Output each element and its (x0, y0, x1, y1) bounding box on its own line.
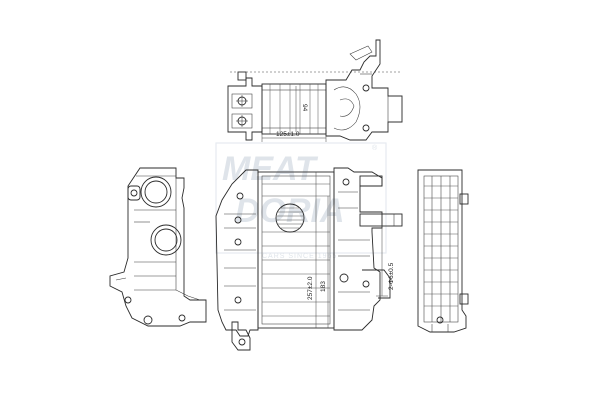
watermark-tagline: CARS SINCE 1965 (262, 253, 337, 260)
dimension-front-depth: 183 (320, 281, 327, 292)
watermark-frame (215, 142, 387, 254)
dimension-front-core-height: 257±2.0 (307, 276, 314, 300)
right-side-view (417, 169, 469, 333)
watermark: MEAT DORIA CARS SINCE 1965 ® (215, 142, 387, 260)
left-side-view (109, 167, 207, 327)
watermark-line1: MEAT (222, 150, 319, 188)
dimension-top-height: 94 (301, 104, 308, 112)
watermark-line2: DORIA (235, 192, 345, 230)
top-view: 125±1.0 94 (227, 39, 403, 142)
dimension-top-width: 125±1.0 (276, 131, 300, 138)
front-view: 257±2.0 183 2-Φ6±0.5 (215, 167, 403, 351)
watermark-registered-mark: ® (372, 144, 378, 152)
dimension-side-offset: 2-Φ6±0.5 (388, 262, 395, 290)
